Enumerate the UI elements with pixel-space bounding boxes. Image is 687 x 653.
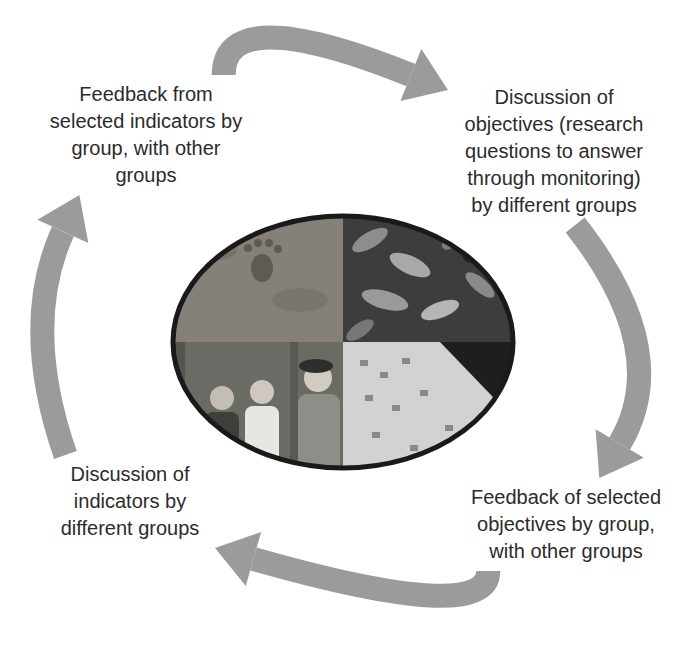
person-head <box>250 380 274 404</box>
paw-toe <box>274 245 282 253</box>
mark <box>402 358 410 364</box>
arrow-body <box>253 559 488 596</box>
photo-collage <box>170 214 515 472</box>
mark <box>420 390 428 396</box>
mark <box>380 372 388 378</box>
cycle-arrow <box>37 195 88 455</box>
arrow-head <box>400 49 448 101</box>
leaf <box>359 285 410 315</box>
mark <box>410 445 418 451</box>
arrow-body <box>42 231 65 455</box>
paw-toe <box>244 244 252 252</box>
arrow-head <box>37 195 88 243</box>
arrow-body <box>224 38 411 76</box>
mark <box>440 458 448 464</box>
cycle-step: Discussion of objectives (research quest… <box>448 78 660 225</box>
cycle-arrow <box>224 38 448 102</box>
paw-print <box>251 254 273 282</box>
step-text: Feedback of selected objectives by group… <box>461 484 671 565</box>
paw-toe <box>254 239 262 247</box>
soil-patch <box>272 288 328 312</box>
mark <box>392 405 400 411</box>
leaf <box>349 223 392 257</box>
step-text: Discussion of objectives (research quest… <box>454 84 654 219</box>
leaf <box>386 248 433 283</box>
cycle-arrow <box>575 225 644 478</box>
mark <box>372 432 380 438</box>
arrow-body <box>575 225 639 444</box>
step-text: Discussion of indicators by different gr… <box>51 461 209 542</box>
cycle-step: Feedback from selected indicators by gro… <box>35 75 257 195</box>
mark <box>365 395 373 401</box>
mark <box>470 440 478 446</box>
person-head <box>210 386 234 410</box>
person-body <box>298 394 340 472</box>
leaf <box>343 315 377 345</box>
person-body <box>245 406 279 472</box>
arrow-head <box>596 429 644 478</box>
mark <box>360 360 368 366</box>
person-cap <box>299 359 333 373</box>
oval-border <box>173 216 513 468</box>
cycle-step: Discussion of indicators by different gr… <box>45 455 215 548</box>
cycle-arrow <box>215 532 488 596</box>
tree-trunk <box>290 342 298 472</box>
leaf <box>418 296 461 325</box>
cycle-step: Feedback of selected objectives by group… <box>455 478 677 571</box>
mark <box>445 425 453 431</box>
step-text: Feedback from selected indicators by gro… <box>41 81 251 189</box>
paper-marks <box>360 358 478 464</box>
arrow-head <box>215 532 261 586</box>
paw-toe <box>265 239 273 247</box>
